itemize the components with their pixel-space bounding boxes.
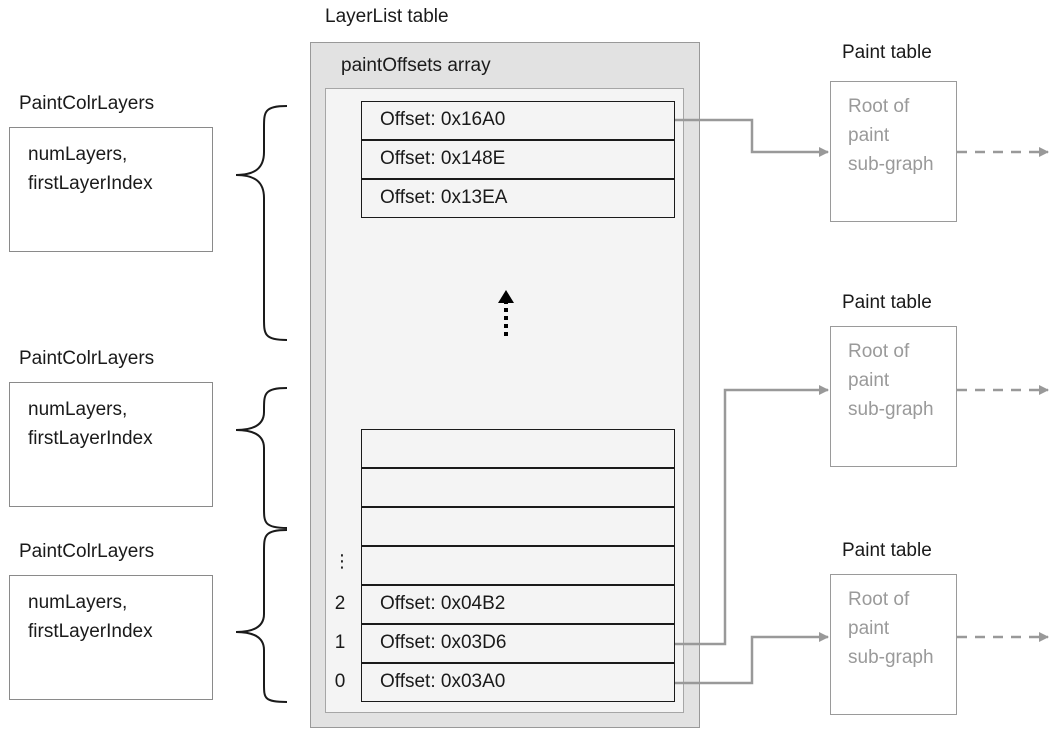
- brace-top: [235, 105, 288, 341]
- brace-bottom: [235, 529, 288, 703]
- index-label-1: 1: [334, 632, 346, 653]
- index-ellipsis: ⋮: [333, 551, 351, 571]
- paint-table-box-1: Root of paint sub-graph: [830, 81, 957, 222]
- offset-cell-top-2: Offset: 0x13EA: [361, 179, 675, 218]
- paint-text-line: Root of: [848, 341, 910, 362]
- paint-table-title-1: Paint table: [842, 42, 932, 63]
- offset-cell-top-1: Offset: 0x148E: [361, 140, 675, 179]
- num-layers-label: numLayers,: [28, 592, 128, 613]
- connector-top: [675, 118, 829, 157]
- first-layer-index-label: firstLayerIndex: [28, 428, 153, 449]
- paint-text-line: sub-graph: [848, 399, 934, 420]
- offset-cell-index-2: Offset: 0x04B2: [361, 585, 675, 624]
- num-layers-label: numLayers,: [28, 399, 128, 420]
- offset-cell-index-0: Offset: 0x03A0: [361, 663, 675, 702]
- up-arrow-head: [498, 290, 514, 303]
- paint-text-line: paint: [848, 618, 890, 639]
- paint-table-title-2: Paint table: [842, 292, 932, 313]
- paint-text-line: sub-graph: [848, 647, 934, 668]
- paint-colr-layers-title-3: PaintColrLayers: [19, 541, 155, 562]
- first-layer-index-label: firstLayerIndex: [28, 621, 153, 642]
- paint-table-title-3: Paint table: [842, 540, 932, 561]
- layerlist-title: LayerList table: [325, 6, 449, 27]
- paint-text-line: Root of: [848, 96, 910, 117]
- index-label-0: 0: [334, 671, 346, 692]
- connector-index-1: [675, 385, 829, 646]
- offset-cell-bottom-3: [361, 546, 675, 585]
- paint-offsets-title: paintOffsets array: [341, 55, 491, 76]
- brace-middle: [235, 387, 288, 529]
- offset-cell-index-1: Offset: 0x03D6: [361, 624, 675, 663]
- offset-cell-top-0: Offset: 0x16A0: [361, 101, 675, 140]
- paint-table-box-3: Root of paint sub-graph: [830, 574, 957, 715]
- paint-colr-layers-box-2: numLayers, firstLayerIndex: [9, 382, 213, 507]
- num-layers-label: numLayers,: [28, 144, 128, 165]
- paint-text-line: sub-graph: [848, 154, 934, 175]
- paint-text-line: paint: [848, 370, 890, 391]
- paint-colr-layers-title-1: PaintColrLayers: [19, 93, 155, 114]
- paint-colr-layers-box-1: numLayers, firstLayerIndex: [9, 127, 213, 252]
- paint-colr-layers-title-2: PaintColrLayers: [19, 348, 155, 369]
- offset-cell-bottom-0: [361, 429, 675, 468]
- paint-text-line: paint: [848, 125, 890, 146]
- first-layer-index-label: firstLayerIndex: [28, 173, 153, 194]
- offset-cell-bottom-1: [361, 468, 675, 507]
- connector-index-0: [675, 632, 829, 685]
- index-label-2: 2: [334, 593, 346, 614]
- paint-colr-layers-box-3: numLayers, firstLayerIndex: [9, 575, 213, 700]
- paint-table-box-2: Root of paint sub-graph: [830, 326, 957, 467]
- offset-cell-bottom-2: [361, 507, 675, 546]
- paint-text-line: Root of: [848, 589, 910, 610]
